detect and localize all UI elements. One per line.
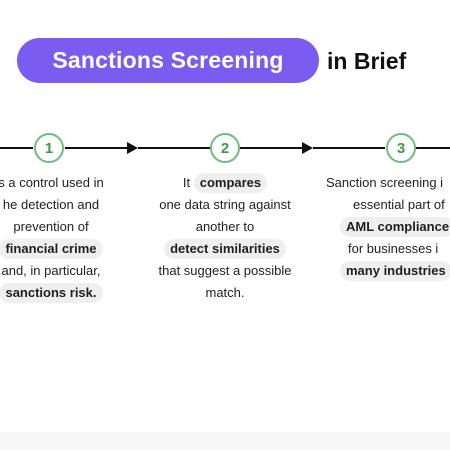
arrow-right-icon [127,142,138,154]
step-1-badge: 1 [34,133,64,163]
step-2-description: It compares one data string against anot… [149,172,301,304]
title-pill-text: Sanctions Screening [52,47,284,73]
step-3-number: 3 [396,139,406,157]
highlight-compares: compares [193,173,268,193]
title-pill: Sanctions Screening [17,38,319,83]
step-1-line: prevention of [13,219,89,234]
step-1-line: and, in particular, [1,263,101,278]
highlight-detect-similarities: detect similarities [164,239,286,259]
step-1-description: s a control used in he detection and pre… [0,172,126,304]
arrow-right-icon [302,142,313,154]
title-suffix: in Brief [327,47,407,74]
step-2-line: another to [195,219,255,234]
step-3-line: for businesses i [348,241,439,256]
highlight-financial-crime: financial crime [0,239,103,259]
step-2-number: 2 [220,139,230,157]
step-2-line-prefix: It [182,175,191,190]
step-3-badge: 3 [386,133,416,163]
highlight-sanctions-risk: sanctions risk. [0,283,103,303]
step-2-line: one data string against [159,197,291,212]
highlight-aml-compliance: AML compliance [340,217,450,237]
step-1-line: he detection and [2,197,100,212]
timeline [0,142,450,154]
step-2-line: match. [205,285,245,300]
footer-band [0,432,450,450]
step-2-badge: 2 [210,133,240,163]
step-2-line: that suggest a possible [158,263,292,278]
step-3-line: essential part of [353,197,445,212]
highlight-many-industries: many industries [340,261,450,281]
step-3-line: Sanction screening i [326,175,444,190]
step-3-description: Sanction screening i essential part of A… [326,172,450,282]
step-1-number: 1 [44,139,54,157]
step-1-line: s a control used in [0,175,104,190]
